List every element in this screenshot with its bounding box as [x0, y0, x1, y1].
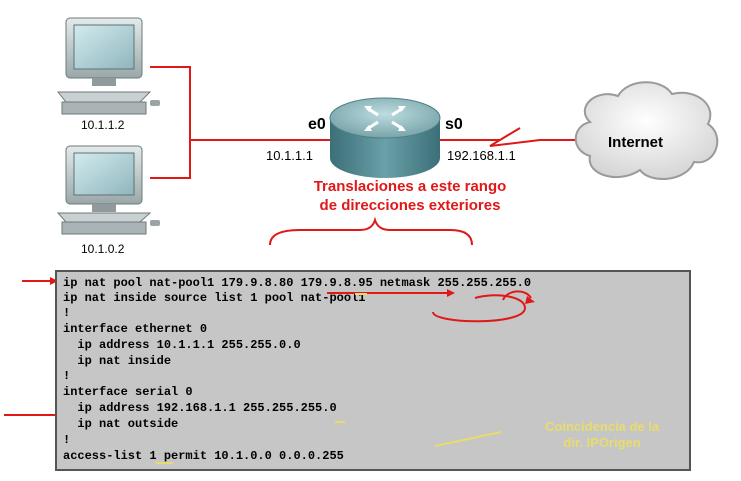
config-line: interface serial 0	[63, 385, 193, 399]
config-line: ip nat inside	[63, 354, 172, 368]
host-top-ip: 10.1.1.2	[81, 118, 125, 132]
config-line: !	[63, 433, 71, 447]
source-match-note: Coincidencia de la dir. IPOrigen	[545, 419, 659, 451]
pc-top-icon	[56, 17, 160, 115]
pc-bottom-icon	[56, 145, 160, 235]
config-line: ip nat pool nat-pool1 179.9.8.80 179.9.8…	[63, 276, 532, 290]
host-bottom-ip: 10.1.0.2	[81, 242, 125, 256]
pointer-arrow-pool	[22, 277, 58, 285]
router-icon	[329, 97, 441, 178]
config-line: access-list 1 permit 10.1.0.0 0.0.0.255	[63, 449, 344, 463]
range-brace	[269, 216, 473, 246]
note-line-1: Coincidencia de la	[545, 419, 660, 434]
internet-label: Internet	[608, 134, 664, 151]
config-line: ip address 10.1.1.1 255.255.0.0	[63, 338, 301, 352]
s0-label: s0	[445, 116, 463, 133]
config-overlay	[156, 289, 535, 464]
network-links	[150, 66, 580, 179]
config-line: ip nat outside	[63, 417, 179, 431]
s0-ip: 192.168.1.1	[447, 148, 516, 163]
config-line: ip nat inside source list 1 pool nat-poo…	[63, 291, 366, 305]
e0-label: e0	[308, 116, 326, 133]
note-line-2: dir. IPOrigen	[563, 435, 641, 450]
circular-arrow	[432, 294, 527, 323]
internet-cloud-icon	[574, 81, 719, 181]
yellow-note-pointer	[434, 431, 502, 447]
annotation-text: Translaciones a este rango de direccione…	[280, 177, 540, 215]
config-line: ip address 192.168.1.1 255.255.255.0	[63, 401, 337, 415]
config-line: !	[63, 369, 71, 383]
annotation-line-1: Translaciones a este rango	[313, 178, 507, 195]
config-line: !	[63, 306, 71, 320]
config-line: interface ethernet 0	[63, 322, 208, 336]
e0-ip: 10.1.1.1	[266, 148, 313, 163]
config-listing: ip nat pool nat-pool1 179.9.8.80 179.9.8…	[55, 270, 691, 471]
annotation-line-2: de direcciones exteriores	[319, 197, 501, 214]
